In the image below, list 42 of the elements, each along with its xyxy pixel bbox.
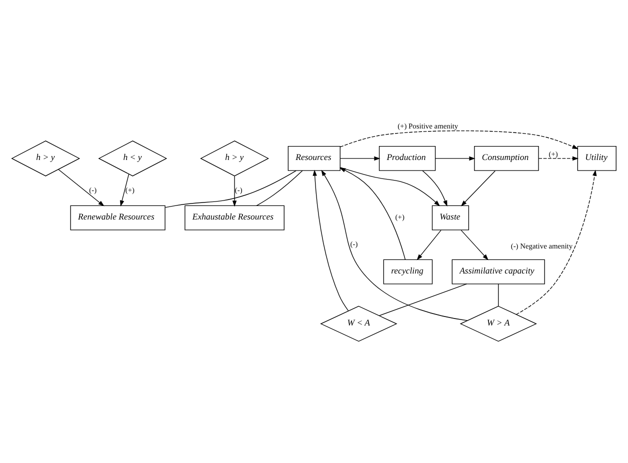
node-box: Renewable Resources (70, 204, 166, 230)
connector (256, 170, 303, 206)
arrow (340, 156, 380, 160)
node-diamond: h > y (11, 140, 80, 176)
edge-label: (-) (234, 185, 242, 194)
edge-label: (+) Positive amenity (398, 121, 458, 130)
arrow (435, 156, 476, 160)
arrow (422, 170, 448, 206)
arrow (416, 229, 442, 260)
node-diamond: W > A (460, 305, 537, 342)
arrow (321, 169, 468, 320)
arrow (538, 156, 579, 160)
node-box: Resources (288, 145, 340, 170)
node-box: Utility (577, 145, 616, 170)
connector (165, 170, 296, 208)
node-box: Assimilative capacity (452, 258, 545, 284)
edge-label: (+) (395, 212, 404, 222)
node-box: Exhaustable Resources (184, 204, 284, 230)
arrow (340, 130, 578, 149)
edge-label: (+) (548, 148, 558, 158)
edge-label: (-) (89, 185, 97, 194)
node-box: Consumption (474, 145, 539, 170)
edge-label: (+) (125, 185, 135, 194)
node-box: Production (378, 145, 436, 170)
arrow (460, 170, 496, 206)
edge-label: (-) Negative amenity (510, 240, 573, 250)
edge-label: (-) (350, 239, 358, 248)
arrow (340, 166, 440, 206)
node-diamond: h < y (98, 140, 168, 176)
arrow (312, 169, 349, 311)
node-box: Waste (432, 204, 470, 230)
arrow (58, 168, 104, 206)
node-diamond: h > y (200, 140, 270, 176)
node-box: recycling (383, 258, 433, 284)
arrow (339, 167, 406, 260)
connector (378, 283, 468, 316)
arrow (120, 173, 130, 206)
arrow (516, 169, 597, 314)
arrow (460, 229, 488, 260)
connector (498, 283, 499, 306)
node-diamond: W < A (320, 305, 398, 342)
arrow (232, 175, 237, 206)
